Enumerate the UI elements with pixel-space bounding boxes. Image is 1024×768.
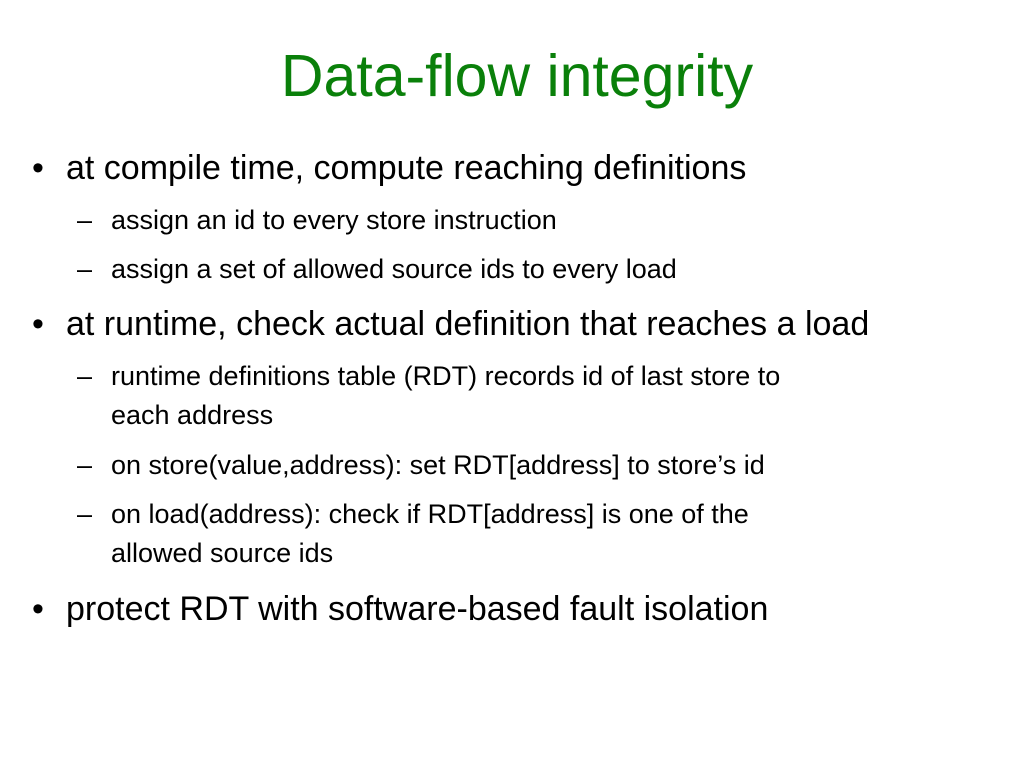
sub-bullet-text-continued: allowed source ids xyxy=(111,538,334,568)
sub-bullet-text-continued: each address xyxy=(111,400,274,430)
bullet-text: at compile time, compute reaching defini… xyxy=(66,149,747,187)
dash-marker: – xyxy=(77,361,93,391)
dash-marker: – xyxy=(77,254,93,284)
bullet-text: protect RDT with software-based fault is… xyxy=(66,590,769,628)
sub-bullet-text: on store(value,address): set RDT[address… xyxy=(111,450,765,480)
dash-marker: – xyxy=(77,450,93,480)
dash-marker: – xyxy=(77,205,93,235)
bullet-text: at runtime, check actual definition that… xyxy=(66,305,870,343)
sub-bullet-text: on load(address): check if RDT[address] … xyxy=(111,499,749,529)
sub-bullet-text: assign an id to every store instruction xyxy=(111,205,557,235)
sub-bullet-text: runtime definitions table (RDT) records … xyxy=(111,361,781,391)
bullet-marker: • xyxy=(32,305,44,343)
bullet-marker: • xyxy=(32,149,44,187)
bullet-marker: • xyxy=(32,590,44,628)
sub-bullet-text: assign a set of allowed source ids to ev… xyxy=(111,254,677,284)
dash-marker: – xyxy=(77,499,93,529)
slide-title: Data-flow integrity xyxy=(280,43,754,109)
